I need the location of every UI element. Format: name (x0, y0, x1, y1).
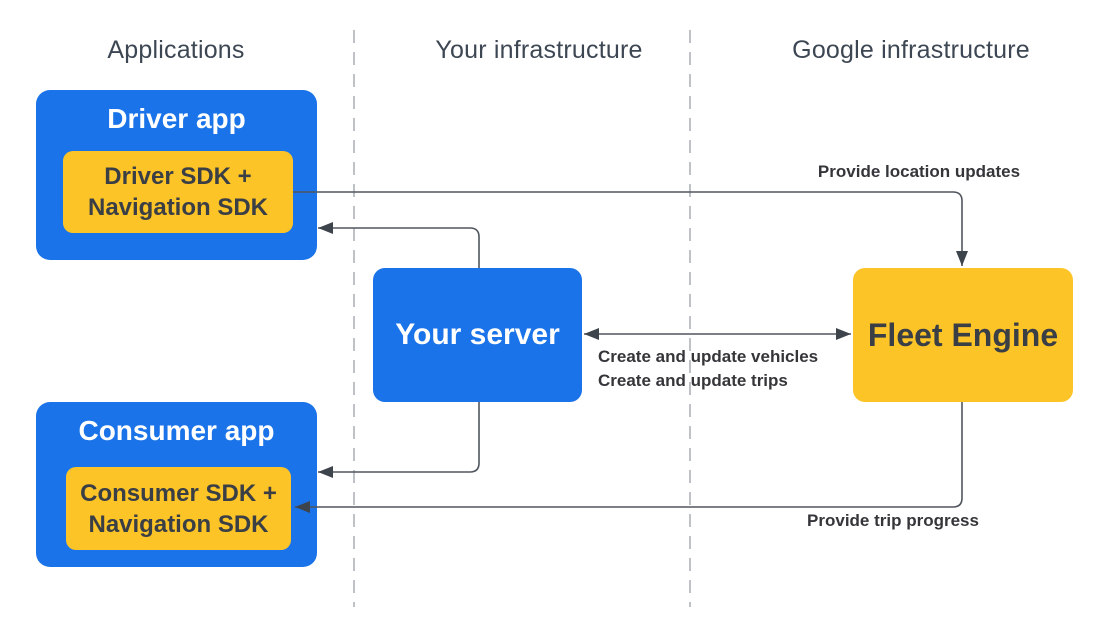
column-header-google-infrastructure: Google infrastructure (792, 36, 1030, 64)
edge-label-provide-location-updates: Provide location updates (817, 162, 1021, 181)
edge-label-create-and-update: Create and update vehicles Create and up… (598, 345, 818, 393)
driver-app-title: Driver app (107, 103, 246, 134)
driver-sdk-label-line2: Navigation SDK (87, 194, 269, 221)
arrow-driver-to-fleet-location-updates (293, 191, 968, 266)
edge-label-create-update-vehicles: Create and update vehicles (598, 347, 819, 366)
arrow-server-to-consumer-app (318, 402, 480, 478)
consumer-app-title: Consumer app (78, 415, 275, 446)
column-header-applications: Applications (107, 36, 245, 64)
consumer-sdk-box: Consumer SDK + Navigation SDK (66, 467, 291, 550)
consumer-app-box: Consumer app Consumer SDK + Navigation S… (36, 402, 317, 567)
consumer-sdk-label-line1: Consumer SDK + (80, 479, 277, 507)
arrow-server-to-driver-app (318, 222, 480, 268)
driver-app-box: Driver app Driver SDK + Navigation SDK (36, 90, 317, 260)
edge-label-create-update-trips: Create and update trips (598, 371, 788, 390)
driver-sdk-label-line1: Driver SDK + (104, 163, 252, 190)
your-server-title: Your server (395, 318, 560, 351)
driver-sdk-box: Driver SDK + Navigation SDK (63, 151, 293, 233)
arrow-fleet-to-consumer-trip-progress (295, 402, 963, 513)
your-server-box: Your server (373, 268, 582, 402)
edge-label-provide-trip-progress: Provide trip progress (807, 511, 979, 530)
fleet-engine-box: Fleet Engine (853, 268, 1073, 402)
consumer-sdk-label-line2: Navigation SDK (88, 510, 269, 538)
column-header-your-infrastructure: Your infrastructure (435, 36, 643, 64)
fleet-engine-title: Fleet Engine (867, 316, 1059, 353)
